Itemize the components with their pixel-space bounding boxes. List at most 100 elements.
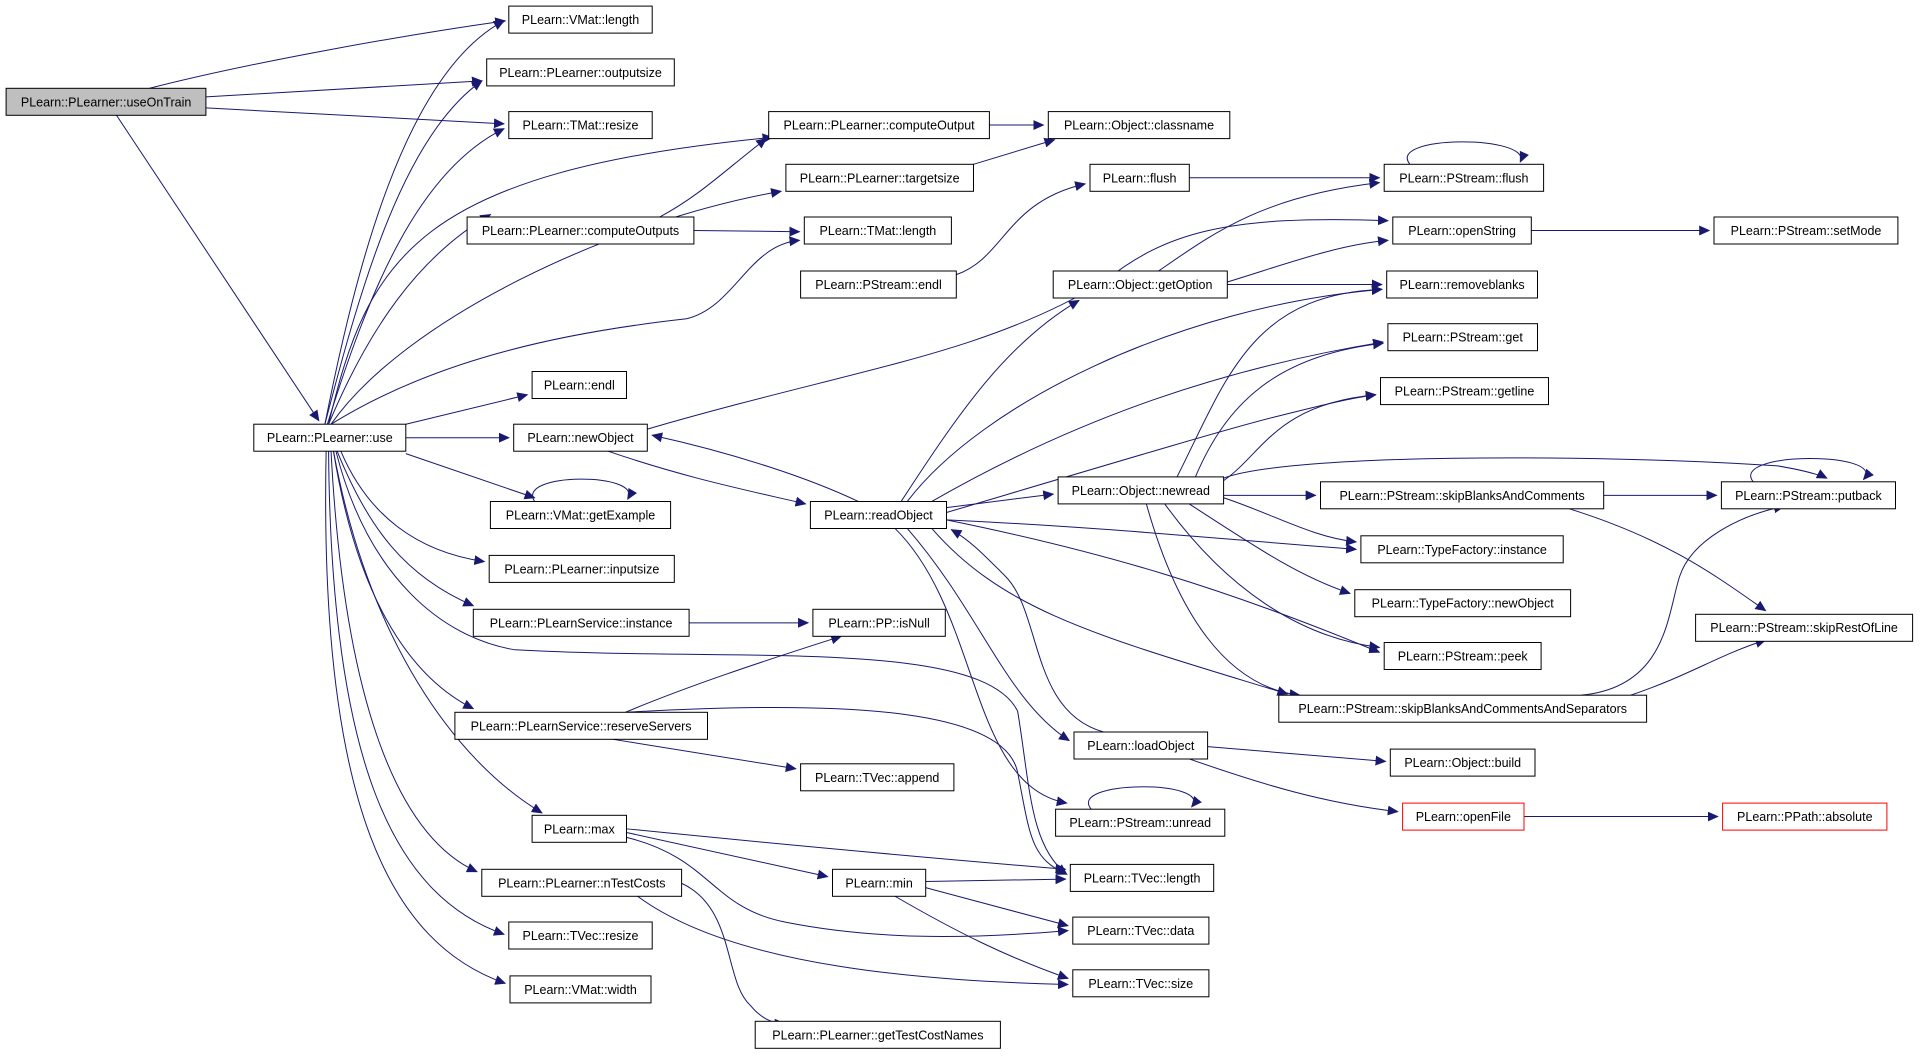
edge-newObject-to-readObject (608, 451, 807, 507)
node-tf_newObject[interactable]: PLearn::TypeFactory::newObject (1354, 589, 1572, 618)
edge-use-to-vmat_width (326, 451, 507, 985)
node-tvec_length[interactable]: PLearn::TVec::length (1069, 863, 1215, 892)
node-tvec_resize[interactable]: PLearn::TVec::resize (508, 921, 653, 950)
node-classname[interactable]: PLearn::Object::classname (1047, 111, 1231, 140)
node-flush[interactable]: PLearn::flush (1089, 163, 1190, 192)
edge-use-to-vmat_length (325, 21, 505, 424)
node-label: PLearn::Object::getOption (1068, 278, 1213, 292)
node-reserveServers[interactable]: PLearn::PLearnService::reserveServers (454, 711, 708, 740)
node-box (1052, 270, 1228, 299)
node-label: PLearn::TMat::length (820, 224, 937, 238)
node-removeblanks[interactable]: PLearn::removeblanks (1386, 270, 1538, 299)
node-vmat_length[interactable]: PLearn::VMat::length (508, 5, 653, 34)
node-openFile[interactable]: PLearn::openFile (1402, 802, 1525, 831)
edge-skipBCS-to-putback (1582, 503, 1785, 695)
node-computeOutput[interactable]: PLearn::PLearner::computeOutput (768, 111, 990, 140)
node-skipRest[interactable]: PLearn::PStream::skipRestOfLine (1695, 613, 1914, 642)
node-openString[interactable]: PLearn::openString (1392, 216, 1532, 245)
node-box (508, 111, 653, 140)
node-use[interactable]: PLearn::PLearner::use (253, 423, 407, 452)
node-box (832, 868, 927, 897)
node-peek[interactable]: PLearn::PStream::peek (1383, 642, 1542, 670)
node-box (486, 58, 675, 87)
node-getTestCostNames[interactable]: PLearn::PLearner::getTestCostNames (754, 1020, 1001, 1049)
node-label: PLearn::VMat::width (524, 983, 637, 997)
edge-use-to-inputsize (341, 451, 486, 566)
node-box (513, 423, 648, 452)
edge-min-to-tvec_data (926, 888, 1069, 928)
node-append[interactable]: PLearn::TVec::append (800, 763, 955, 792)
edge-reserveServers-to-isNull (625, 634, 843, 712)
node-build[interactable]: PLearn::Object::build (1389, 748, 1536, 777)
node-skipBC[interactable]: PLearn::PStream::skipBlanksAndComments (1320, 481, 1605, 510)
node-label: PLearn::PStream::endl (815, 278, 941, 292)
node-max[interactable]: PLearn::max (531, 814, 627, 843)
node-getOption[interactable]: PLearn::Object::getOption (1052, 270, 1228, 299)
edge-layer (116, 17, 1874, 1029)
node-tvec_size[interactable]: PLearn::TVec::size (1072, 969, 1210, 998)
node-loadObject[interactable]: PLearn::loadObject (1073, 731, 1209, 760)
node-tvec_data[interactable]: PLearn::TVec::data (1072, 916, 1210, 945)
node-newObject[interactable]: PLearn::newObject (513, 423, 648, 452)
node-tmat_resize[interactable]: PLearn::TMat::resize (508, 111, 653, 140)
node-newread[interactable]: PLearn::Object::newread (1057, 476, 1225, 505)
node-outputsize[interactable]: PLearn::PLearner::outputsize (486, 58, 675, 87)
edge-use-to-nTestCosts (331, 451, 478, 872)
node-label: PLearn::TVec::append (815, 771, 939, 785)
node-box (1360, 535, 1564, 564)
node-label: PLearn::PP::isNull (828, 616, 929, 630)
node-getExample[interactable]: PLearn::VMat::getExample (489, 501, 672, 529)
node-pstream_get[interactable]: PLearn::PStream::get (1387, 323, 1539, 352)
node-inputsize[interactable]: PLearn::PLearner::inputsize (488, 554, 675, 583)
node-setMode[interactable]: PLearn::PStream::setMode (1713, 216, 1899, 245)
edge-computeOutputs-to-tmat_length (694, 226, 801, 237)
node-tmat_length[interactable]: PLearn::TMat::length (803, 216, 952, 245)
node-box (1072, 969, 1210, 998)
node-unread[interactable]: PLearn::PStream::unread (1055, 808, 1226, 837)
node-box (1320, 481, 1605, 510)
node-label: PLearn::PLearnService::instance (490, 616, 673, 630)
edge-newread-to-skipBCS (1146, 504, 1301, 699)
edge-pstream_endl-to-flush (956, 181, 1087, 275)
node-label: PLearn::flush (1103, 171, 1177, 185)
node-box (489, 501, 672, 529)
edge-readObject-to-unread (895, 528, 1068, 807)
node-label: PLearn::Object::build (1404, 756, 1521, 770)
node-putback[interactable]: PLearn::PStream::putback (1720, 481, 1897, 510)
node-skipBCS[interactable]: PLearn::PStream::skipBlanksAndCommentsAn… (1278, 694, 1648, 723)
edge-newread-to-removeblanks (1177, 284, 1383, 477)
node-box (1389, 748, 1536, 777)
node-box (1387, 323, 1539, 352)
node-computeOutputs[interactable]: PLearn::PLearner::computeOutputs (466, 216, 695, 245)
node-useOnTrain[interactable]: PLearn::PLearner::useOnTrain (5, 87, 207, 116)
node-nTestCosts[interactable]: PLearn::PLearner::nTestCosts (481, 868, 683, 897)
node-label: PLearn::TVec::resize (522, 929, 638, 943)
node-getline[interactable]: PLearn::PStream::getline (1380, 377, 1549, 406)
node-box (1089, 163, 1190, 192)
node-box (531, 814, 627, 843)
node-pstream_flush[interactable]: PLearn::PStream::flush (1383, 163, 1545, 192)
node-vmat_width[interactable]: PLearn::VMat::width (509, 975, 652, 1004)
node-readObject[interactable]: PLearn::readObject (809, 501, 948, 529)
node-label: PLearn::TMat::resize (522, 119, 638, 133)
node-label: PLearn::endl (544, 379, 615, 393)
node-min[interactable]: PLearn::min (832, 868, 927, 897)
edge-use-to-tmat_resize (327, 129, 505, 424)
node-label: PLearn::TypeFactory::instance (1377, 543, 1547, 557)
node-absolute[interactable]: PLearn::PPath::absolute (1722, 802, 1888, 831)
node-label: PLearn::newObject (527, 431, 634, 445)
node-pls_instance[interactable]: PLearn::PLearnService::instance (472, 608, 690, 637)
node-pstream_endl[interactable]: PLearn::PStream::endl (800, 270, 957, 299)
node-label: PLearn::max (544, 822, 616, 836)
node-box (1057, 476, 1225, 505)
node-tf_instance[interactable]: PLearn::TypeFactory::instance (1360, 535, 1564, 564)
node-box (1402, 802, 1525, 831)
node-isNull[interactable]: PLearn::PP::isNull (812, 608, 946, 637)
node-label: PLearn::readObject (824, 508, 933, 522)
node-endl[interactable]: PLearn::endl (531, 371, 627, 399)
edge-use-to-getExample (406, 454, 536, 500)
edge-unread-to-unread (1088, 787, 1202, 809)
node-label: PLearn::openFile (1416, 810, 1511, 824)
node-layer: PLearn::PLearner::useOnTrainPLearn::VMat… (5, 5, 1914, 1049)
node-targetsize[interactable]: PLearn::PLearner::targetsize (785, 163, 975, 192)
